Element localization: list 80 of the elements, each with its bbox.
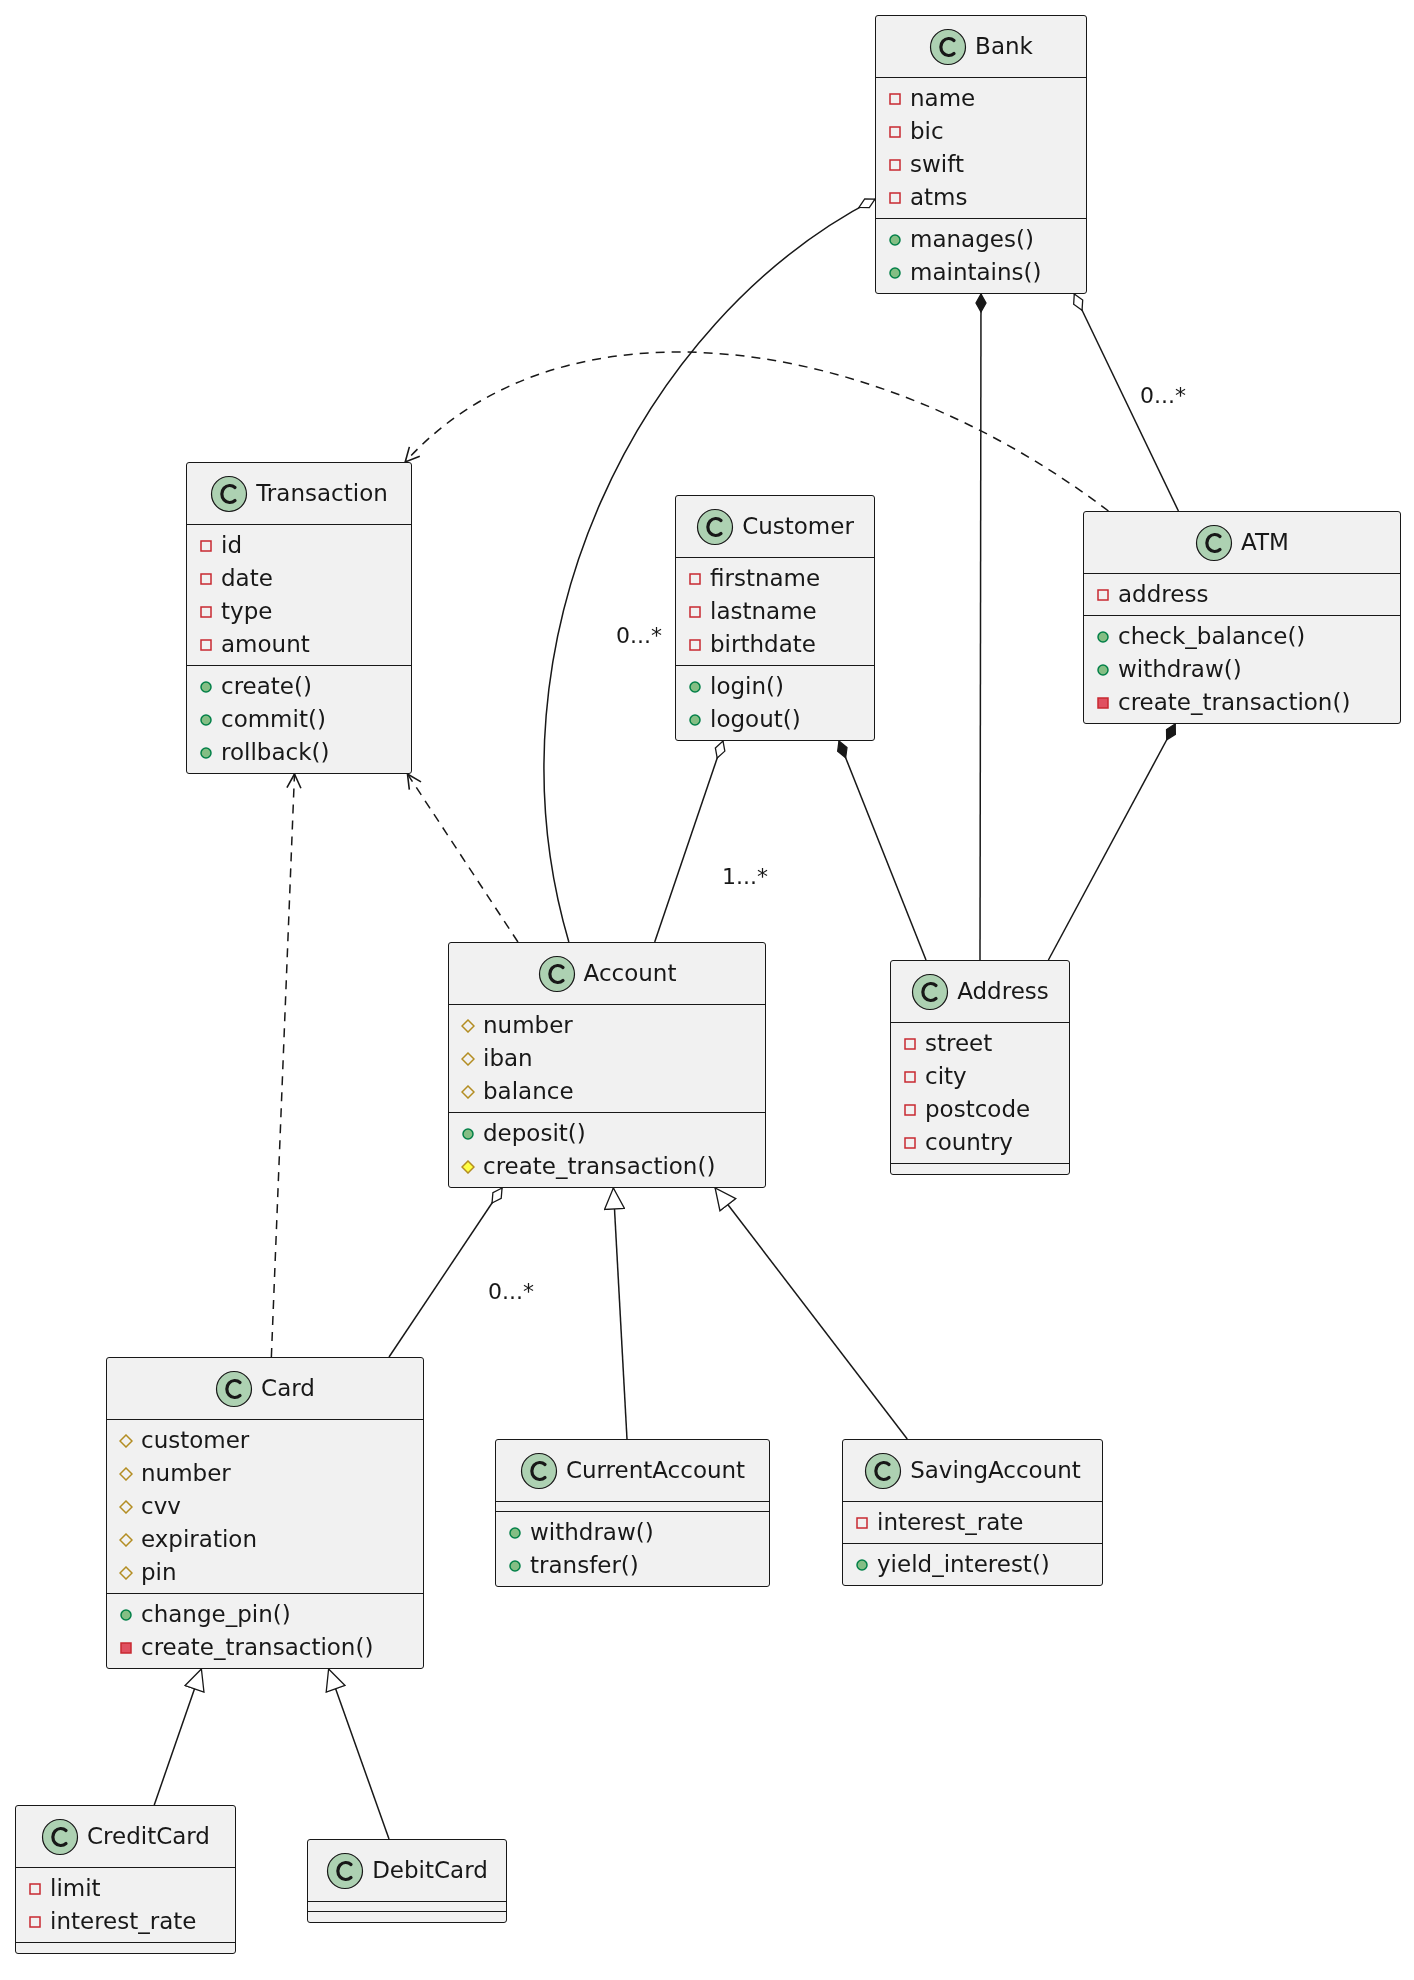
class-box (495, 1439, 770, 1587)
method-name: rollback() (221, 738, 330, 768)
aggregation-line (388, 1187, 503, 1358)
class-name: ATM (1241, 528, 1289, 558)
aggregation-line (1073, 293, 1180, 512)
class-name: SavingAccount (910, 1456, 1081, 1486)
attribute-name: birthdate (710, 630, 816, 660)
composition-line (1047, 723, 1176, 961)
method-name: create_transaction() (1118, 688, 1351, 718)
attribute-name: address (1118, 580, 1209, 610)
method-name: manages() (910, 225, 1034, 255)
attribute-name: postcode (925, 1095, 1031, 1125)
attribute-name: iban (483, 1044, 533, 1074)
attribute-name: street (925, 1029, 993, 1059)
attribute-name: limit (50, 1874, 101, 1904)
class-box (186, 462, 412, 774)
class-name: Customer (742, 512, 854, 542)
class-name: DebitCard (372, 1856, 488, 1886)
attribute-name: atms (910, 183, 968, 213)
inheritance-arrow (325, 1668, 390, 1840)
attribute-name: name (910, 84, 976, 114)
method-name: create() (221, 672, 312, 702)
method-name: login() (710, 672, 784, 702)
method-name: yield_interest() (877, 1550, 1050, 1580)
attribute-name: interest_rate (877, 1508, 1024, 1538)
method-name: create_transaction() (141, 1633, 374, 1663)
composition-line (837, 740, 927, 961)
method-name: create_transaction() (483, 1152, 716, 1182)
attribute-name: pin (141, 1558, 177, 1588)
inheritance-arrow (714, 1187, 908, 1440)
attribute-name: number (141, 1459, 231, 1489)
class-box (890, 960, 1070, 1175)
class-name: CurrentAccount (565, 1456, 746, 1486)
class-name: Transaction (256, 479, 388, 509)
method-name: logout() (710, 705, 801, 735)
class-name: Address (957, 977, 1049, 1007)
class-box (875, 15, 1087, 294)
attribute-name: bic (910, 117, 944, 147)
attribute-name: country (925, 1128, 1013, 1158)
attribute-name: date (221, 564, 273, 594)
attribute-name: expiration (141, 1525, 257, 1555)
class-name: Card (261, 1374, 315, 1404)
attribute-name: firstname (710, 564, 821, 594)
class-box (448, 942, 766, 1188)
dependency-arrow (404, 351, 1110, 512)
attribute-name: customer (141, 1426, 250, 1456)
class-box (675, 495, 875, 741)
attribute-name: balance (483, 1077, 574, 1107)
attribute-name: number (483, 1011, 573, 1041)
method-name: transfer() (530, 1551, 639, 1581)
method-name: commit() (221, 705, 326, 735)
class-box (106, 1357, 424, 1669)
class-box (1083, 511, 1401, 724)
dependency-arrow (406, 773, 519, 943)
class-name: Account (583, 959, 677, 989)
inheritance-arrow (603, 1187, 628, 1440)
attribute-name: id (221, 531, 242, 561)
attribute-name: city (925, 1062, 967, 1092)
method-name: deposit() (483, 1119, 586, 1149)
attribute-name: type (221, 597, 273, 627)
attribute-name: lastname (710, 597, 817, 627)
aggregation-line (653, 740, 726, 943)
dependency-arrow (270, 773, 302, 1358)
aggregation-line (543, 198, 876, 943)
method-name: maintains() (910, 258, 1042, 288)
class-name: CreditCard (87, 1822, 210, 1852)
attribute-name: swift (910, 150, 964, 180)
method-name: withdraw() (530, 1518, 654, 1548)
inheritance-arrow (153, 1668, 205, 1806)
attribute-name: amount (221, 630, 310, 660)
composition-line (975, 293, 987, 961)
method-name: withdraw() (1118, 655, 1242, 685)
class-box (842, 1439, 1103, 1586)
class-name: Bank (975, 32, 1033, 62)
class-box (307, 1839, 507, 1923)
class-box (15, 1805, 236, 1954)
attribute-name: interest_rate (50, 1907, 197, 1937)
method-name: change_pin() (141, 1600, 291, 1630)
attribute-name: cvv (141, 1492, 181, 1522)
method-name: check_balance() (1118, 622, 1306, 652)
